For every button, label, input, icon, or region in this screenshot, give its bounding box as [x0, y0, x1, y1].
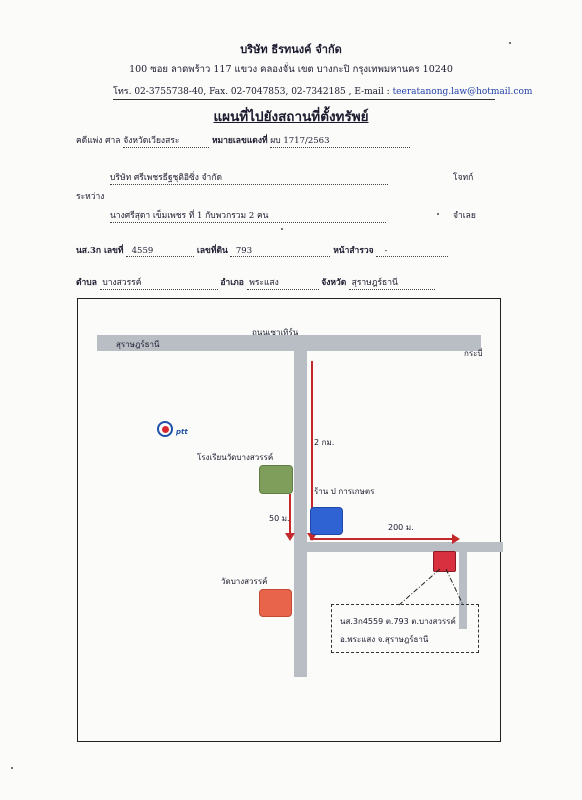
court-value: จังหวัดเวียงสระ — [123, 136, 180, 146]
province-label: จังหวัด — [321, 278, 347, 288]
ptt-text: ptt — [176, 428, 188, 436]
shop-building — [310, 507, 343, 535]
arrow-200m-head — [452, 534, 460, 544]
civil-case-label: คดีแพ่ง ศาล — [76, 136, 121, 146]
ptt-logo-icon — [157, 421, 173, 437]
distance-2km: 2 กม. — [314, 438, 335, 447]
plot-access-road — [459, 552, 467, 629]
company-address: 100 ซอย ลาดพร้าว 117 แขวง คลองจั่น เขต บ… — [129, 64, 453, 75]
company-contact: โทร. 02-3755738-40, Fax. 02-7047853, 02-… — [113, 84, 532, 100]
plaintiff-role: โจทก์ — [453, 173, 474, 183]
distance-200m: 200 ม. — [388, 523, 414, 532]
deed-doc-number: 4559 — [131, 246, 154, 256]
between-label: ระหว่าง — [76, 192, 105, 202]
temple-building — [259, 589, 292, 617]
arrow-200m-line — [310, 538, 454, 540]
district-value: พระแสง — [249, 278, 279, 288]
right-city-label: กระบี่ — [464, 349, 483, 358]
red-number-label: หมายเลขแดงที่ — [211, 136, 268, 146]
plot-info-line-1: นส.3ก4559 ต.793 ต.บางสวรรค์ — [340, 617, 456, 626]
subdistrict-value: บางสวรรค์ — [102, 278, 142, 288]
case-row: คดีแพ่ง ศาล จังหวัดเวียงสระ หมายเลขแดงที… — [76, 133, 411, 148]
property-plot-marker — [433, 551, 456, 572]
scan-speck — [281, 228, 283, 230]
defendant-row: นางศรีสุดา เข็มเพชร ที่ 1 กับพวกรวม 2 คน — [110, 208, 386, 223]
arrow-2km-line — [311, 361, 313, 538]
contact-phone-fax: โทร. 02-3755738-40, Fax. 02-7047853, 02-… — [113, 87, 393, 97]
side-road-vertical — [294, 351, 307, 677]
school-building — [259, 465, 293, 494]
left-city-label: สุราษฎร์ธานี — [116, 340, 160, 349]
survey-page-label: หน้าสำรวจ — [333, 246, 374, 256]
location-row: ตำบล บางสวรรค์ อำเภอ พระแสง จังหวัด สุรา… — [76, 275, 435, 290]
land-number-label: เลขที่ดิน — [196, 246, 228, 256]
survey-page-value: - — [384, 246, 388, 256]
plaintiff-row: บริษัท ศรีเพชรธีฐชุติอิซิ่ง จำกัด — [110, 170, 388, 185]
defendant-name: นางศรีสุดา เข็มเพชร ที่ 1 กับพวกรวม 2 คน — [110, 211, 269, 221]
main-road — [97, 335, 481, 351]
temple-label: วัดบางสวรรค์ — [221, 577, 268, 586]
distance-50m: 50 ม. — [269, 514, 290, 523]
plaintiff-name: บริษัท ศรีเพชรธีฐชุติอิซิ่ง จำกัด — [110, 173, 222, 183]
scan-speck — [11, 767, 13, 769]
land-number-value: 793 — [235, 246, 253, 256]
road-name-label: ถนนเซาเทิร์น — [252, 328, 299, 337]
district-label: อำเภอ — [220, 278, 244, 288]
province-value: สุราษฎร์ธานี — [351, 278, 398, 288]
shop-label: ร้าน ป การเกษตร — [314, 487, 375, 496]
deed-doc-label: นส.3ก เลขที่ — [76, 246, 124, 256]
plot-info-line-2: อ.พระแสง จ.สุราษฎร์ธานี — [340, 635, 429, 644]
deed-row: นส.3ก เลขที่ 4559 เลขที่ดิน 793 หน้าสำรว… — [76, 243, 449, 257]
map-frame: ถนนเซาเทิร์น สุราษฎร์ธานี กระบี่ 2 กม. 5… — [77, 298, 503, 742]
document-title: แผนที่ไปยังสถานที่ตั้งทรัพย์ — [213, 109, 369, 125]
school-label: โรงเรียนวัดบางสวรรค์ — [197, 453, 274, 462]
arrow-50m-head — [285, 533, 295, 541]
side-road-horizontal — [307, 542, 503, 552]
contact-email: teeratanong.law@hotmail.com — [392, 87, 533, 97]
subdistrict-label: ตำบล — [76, 278, 97, 288]
company-name: บริษัท ธีรทนงค์ จำกัด — [240, 43, 342, 56]
red-number-value: ผบ 1717/2563 — [270, 136, 330, 146]
defendant-role: จำเลย — [453, 211, 476, 221]
scan-speck — [509, 42, 511, 44]
arrow-50m-line — [289, 494, 291, 536]
scan-speck — [437, 213, 439, 215]
plot-callout-lines — [398, 568, 464, 606]
arrow-2km-head — [307, 533, 317, 541]
plot-info-box: นส.3ก4559 ต.793 ต.บางสวรรค์ อ.พระแสง จ.ส… — [331, 604, 479, 653]
